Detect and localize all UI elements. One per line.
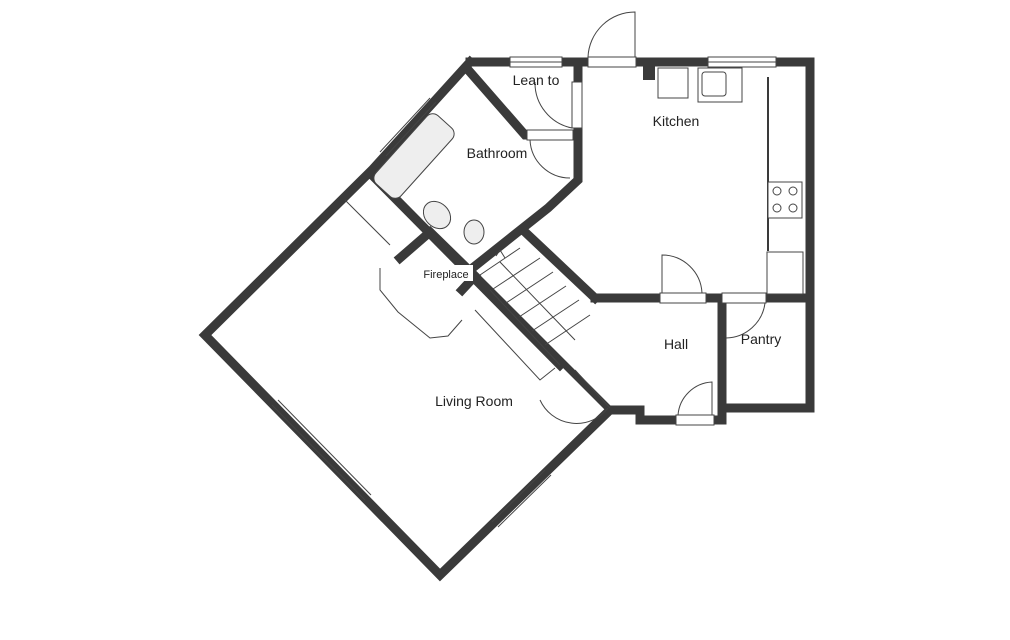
door-front [675,414,715,426]
hob [767,181,803,219]
door-bathroom [526,129,574,141]
walls [198,55,815,582]
label-hall: Hall [664,336,688,352]
basin [422,200,452,230]
door-lean-to [571,81,583,129]
wall-east [717,57,815,413]
fridge [766,251,804,295]
label-living-room: Living Room [435,393,513,409]
label-bathroom: Bathroom [467,145,528,161]
label-fireplace: Fireplace [423,269,468,281]
wall-stairs [518,225,602,305]
windows [271,56,777,528]
bath-tub [373,113,455,199]
wall-outer-west [198,55,727,582]
door-living [539,369,611,424]
wall-fireplace [393,225,482,297]
door-back [587,56,637,68]
stairs [479,247,591,366]
door-pantry [721,292,767,304]
cupboard [474,309,556,381]
window-bathroom [379,97,431,153]
toilet [463,219,485,245]
door-kitchen [659,292,707,304]
window-living-south [491,469,546,523]
label-pantry: Pantry [741,331,781,347]
doors [526,11,767,426]
fixtures [344,67,804,381]
window-living-west [271,404,366,501]
appliance [657,67,689,99]
alcove-line [344,199,391,246]
room-labels: Lean to Kitchen Bathroom Fireplace Hall … [419,72,781,409]
label-kitchen: Kitchen [653,113,700,129]
hearth [379,268,463,339]
label-lean-to: Lean to [513,72,560,88]
